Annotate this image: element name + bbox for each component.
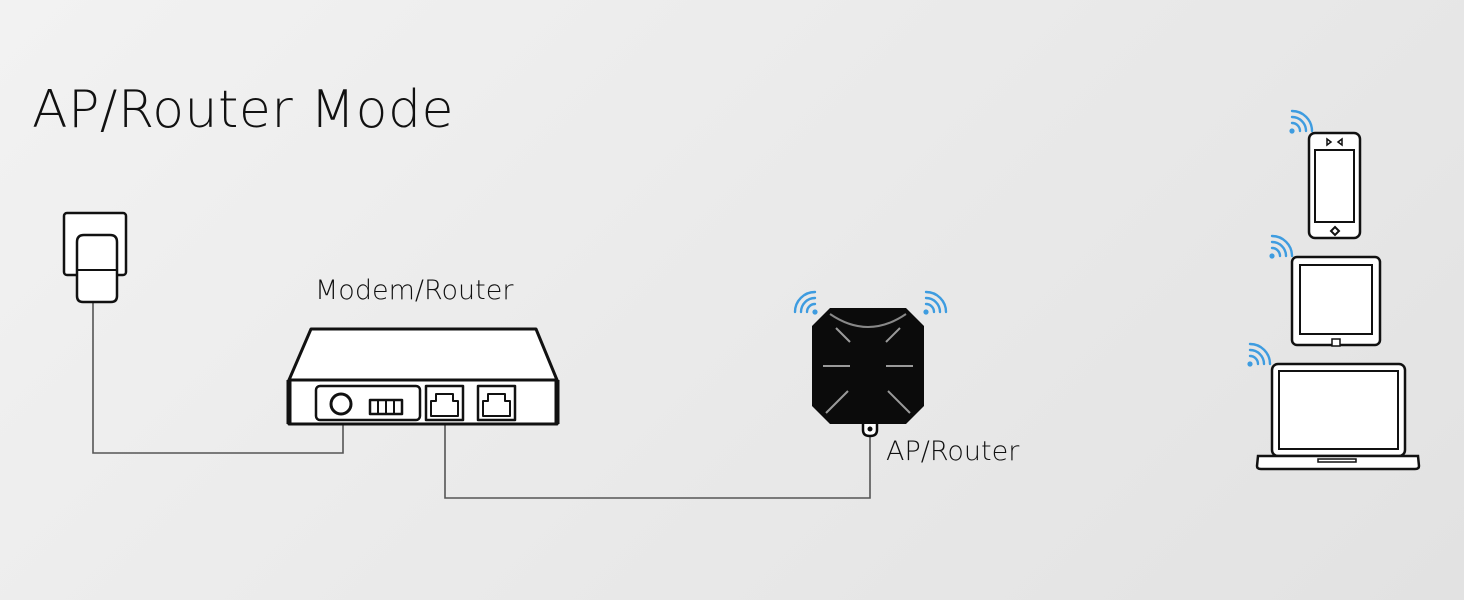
ethernet-cable [444, 420, 871, 499]
tablet-icon [1290, 255, 1382, 347]
wifi-signal-icon [1246, 342, 1272, 368]
page-title: AP/Router Mode [32, 80, 454, 140]
modem-router-label: Modem/Router [315, 275, 514, 306]
wifi-signal-icon [922, 290, 948, 316]
modem-router-icon [286, 327, 560, 426]
smartphone-icon [1307, 131, 1362, 240]
power-cable [92, 300, 344, 454]
wifi-signal-icon [1288, 109, 1314, 135]
wifi-signal-icon [793, 290, 819, 316]
ap-router-label: AP/Router [886, 436, 1020, 467]
wifi-signal-icon [1268, 234, 1294, 260]
ap-router-icon [812, 308, 924, 438]
laptop-icon [1255, 362, 1421, 471]
connection-lines [92, 300, 871, 499]
power-socket-icon [62, 211, 128, 304]
